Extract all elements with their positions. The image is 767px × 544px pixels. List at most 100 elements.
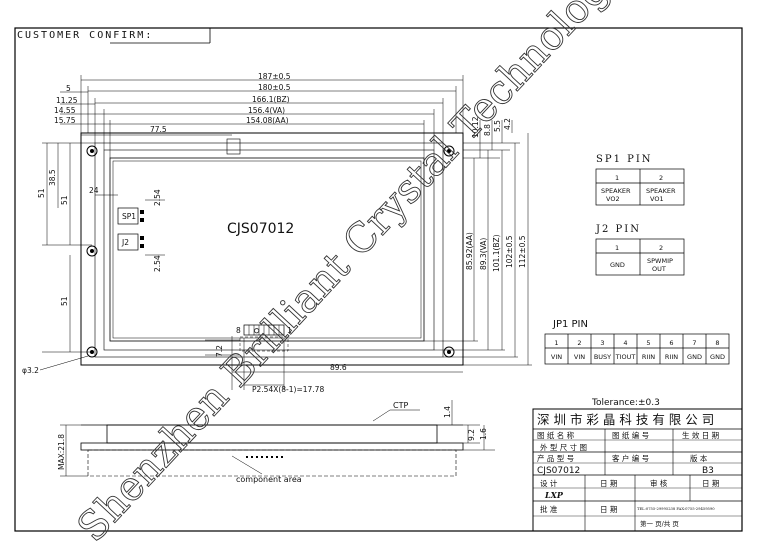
sp1-table-title: SP1 PIN — [596, 154, 653, 165]
jp1-pin-6: 6 — [669, 339, 673, 347]
tb-version: B3 — [702, 466, 714, 476]
jp1-pin-1: 1 — [554, 339, 558, 347]
tb-tel-fax: TEL:0755-29995238 FAX:0755-29459590 — [637, 507, 715, 511]
mount-hole-ml — [86, 245, 98, 257]
ctp-label: CTP — [393, 401, 408, 410]
tb-drawing-name-label: 图 纸 名 称 — [537, 430, 575, 440]
tolerance-label: Tolerance:±0.3 — [591, 398, 660, 408]
viewing-area — [112, 160, 422, 339]
j2-name-1: GND — [610, 261, 625, 269]
dim-112: 112±0.5 — [518, 235, 527, 268]
active-area — [109, 157, 425, 342]
tb-designer: LXP — [544, 490, 564, 500]
jp1-pin-2: 2 — [577, 339, 581, 347]
top-connector — [226, 138, 241, 155]
dim-89-3: 89.3(VA) — [479, 238, 488, 270]
dim-85-92: 85.92(AA) — [465, 232, 474, 270]
customer-confirm-label: CUSTOMER CONFIRM: — [17, 30, 153, 41]
dim-24: 24 — [89, 186, 99, 195]
j2-connector — [117, 233, 139, 251]
sp1-name-1a: SPEAKER — [601, 187, 631, 195]
sp1-connector — [117, 207, 139, 225]
mount-hole-tr — [443, 145, 455, 157]
jp1-pin1-label: 1 — [287, 326, 292, 335]
sp1-label: SP1 — [122, 212, 136, 221]
tb-page: 第一 页/共 页 — [640, 519, 679, 528]
dim-2-54-a: 2.54 — [153, 189, 162, 206]
dim-1-6: 1.6 — [479, 428, 488, 440]
tb-drawing-no-label: 图 纸 编 号 — [612, 430, 649, 440]
outline-bz — [103, 149, 435, 351]
sp1-pin-table: SP1 PIN 1 2 SPEAKER VO2 SPEAKER VO1 — [595, 154, 685, 206]
jp1-table-title: JP1 PIN — [552, 319, 588, 330]
sp1-name-1b: VO2 — [606, 195, 620, 203]
sheet-border — [14, 27, 743, 532]
component-zone — [87, 449, 457, 477]
jp1-pin-3: 3 — [600, 339, 604, 347]
dim-max-21-8: MAX:21.8 — [57, 434, 66, 470]
jp1-name-6: RIIN — [665, 353, 678, 361]
tb-customer-no-label: 客 户 编 号 — [612, 453, 649, 463]
sp1-name-2a: SPEAKER — [646, 187, 676, 195]
tb-date-label-2: 日 期 — [702, 479, 719, 488]
sp1-pin-2: 2 — [659, 174, 663, 182]
jp1-pin-7: 7 — [692, 339, 696, 347]
jp1-name-1: VIN — [551, 353, 562, 361]
tb-design-label: 设 计 — [540, 478, 558, 488]
jp1-pin8-label: 8 — [236, 326, 241, 335]
tb-product-model-label: 产 品 型 号 — [537, 453, 574, 463]
jp1-name-8: GND — [710, 353, 725, 361]
side-view: component area CTP 1.4 9.2 1.6 MAX:21.8 — [57, 400, 495, 484]
dim-166: 166.1(BZ) — [252, 95, 290, 104]
dim-102: 102±0.5 — [505, 235, 514, 268]
sp1-name-2b: VO1 — [650, 195, 664, 203]
dim-2-54-b: 2.54 — [153, 255, 162, 272]
jp1-name-4: TIOUT — [615, 353, 636, 361]
jp1-name-7: GND — [687, 353, 702, 361]
dim-38-5: 38.5 — [48, 169, 57, 186]
dim-1-4: 1.4 — [443, 406, 452, 418]
j2-name-2b: OUT — [652, 265, 666, 273]
jp1-pin-table: JP1 PIN 1VIN2VIN3BUSY4TIOUT5RIIN6RIIN7GN… — [544, 319, 730, 365]
dim-11-25: 11.25 — [56, 96, 78, 105]
dim-9-2: 9.2 — [467, 429, 476, 441]
dim-14-55: 14.55 — [54, 106, 76, 115]
dim-4-2: 4.2 — [503, 118, 512, 130]
sp1-pin-1: 1 — [615, 174, 619, 182]
jp1-name-5: RIIN — [642, 353, 655, 361]
dim-187: 187±0.5 — [258, 72, 291, 81]
model-label: CJS07012 — [227, 221, 294, 237]
company-name: 深 圳 市 彩 晶 科 技 有 限 公 司 — [537, 412, 714, 427]
j2-name-2a: SPWMIP — [647, 257, 673, 265]
dim-154: 154.08(AA) — [246, 116, 289, 125]
j2-pin-1: 1 — [615, 244, 619, 252]
front-view: SP1 J2 CJS07012 8 1 — [22, 72, 532, 394]
jp1-footprint — [239, 336, 289, 352]
dim-156: 156.4(VA) — [248, 106, 285, 115]
dim-89-6: 89.6 — [330, 363, 347, 372]
dim-180: 180±0.5 — [258, 83, 291, 92]
tb-version-label: 版 本 — [690, 453, 708, 463]
tb-product-model: CJS07012 — [537, 466, 580, 476]
dim-7-2: 7.2 — [215, 345, 224, 357]
jp1-pin-8: 8 — [715, 339, 719, 347]
dim-10-12: 10.12 — [471, 116, 480, 138]
jp1-pin-4: 4 — [623, 339, 627, 347]
dim-8-8: 8.8 — [483, 124, 492, 136]
dim-5: 5 — [66, 84, 71, 93]
j2-table-title: J2 PIN — [595, 224, 641, 235]
j2-label: J2 — [121, 238, 129, 247]
outline-187 — [80, 132, 464, 366]
tb-date-label-1: 日 期 — [600, 479, 617, 488]
tb-drawing-name: 外 型 尺 寸 图 — [540, 442, 587, 452]
outline-180 — [94, 142, 444, 358]
dim-51-b: 51 — [60, 195, 69, 205]
j2-pin-table: J2 PIN 1 2 GND SPWMIP OUT — [595, 224, 685, 276]
j2-pin-2: 2 — [659, 244, 663, 252]
dim-51-c: 51 — [60, 296, 69, 306]
dim-15-75: 15.75 — [54, 116, 76, 125]
dim-5-5: 5.5 — [493, 120, 502, 132]
jp1-name-2: VIN — [574, 353, 585, 361]
